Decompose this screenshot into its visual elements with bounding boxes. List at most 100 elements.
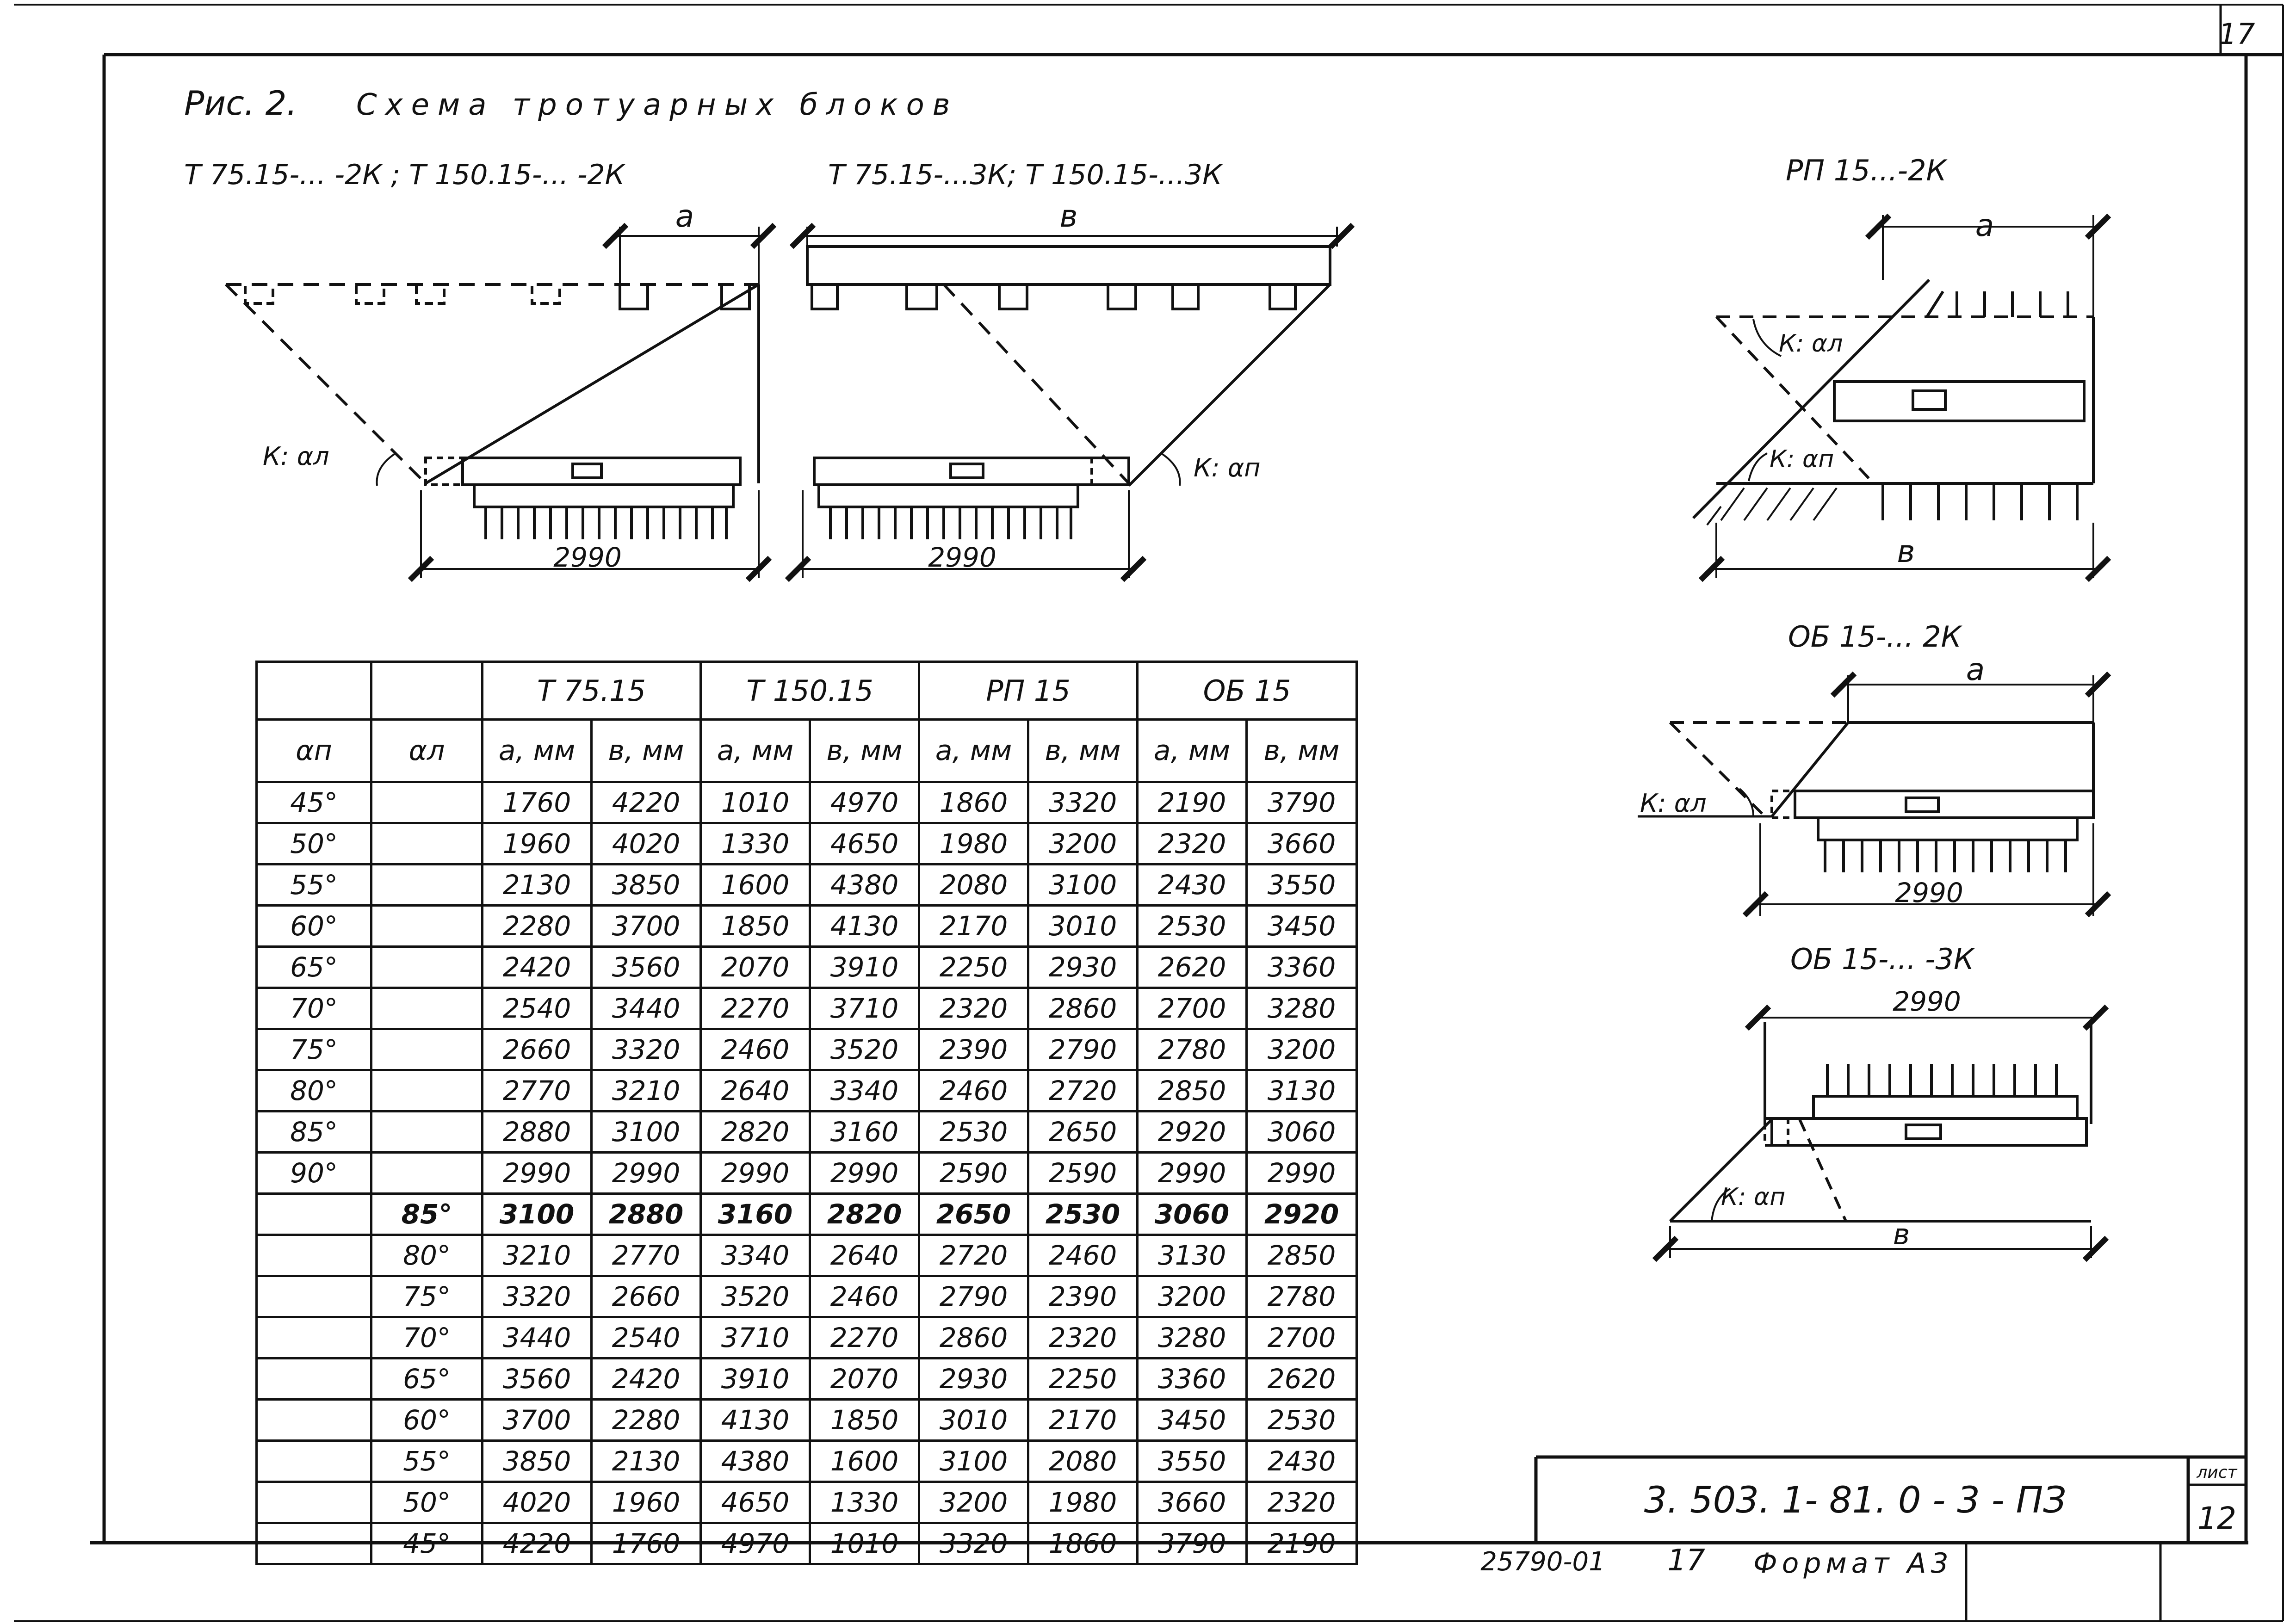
cell-value: 2990: [481, 1151, 593, 1195]
cell-value: 3910: [809, 945, 921, 989]
left-diagram-caption: Т 75.15-... -2К ; Т 150.15-... -2К: [184, 159, 626, 191]
cell-alpha-l: [370, 822, 483, 865]
cell-value: 2990: [590, 1151, 702, 1195]
cell-alpha-p: 80°: [255, 1069, 372, 1112]
cell-value: 3060: [1136, 1192, 1248, 1236]
left-dim-a: a: [675, 198, 694, 234]
cell-value: 3700: [481, 1398, 593, 1442]
cell-value: 3450: [1245, 904, 1358, 948]
cell-value: 1860: [1027, 1522, 1139, 1565]
header-sub: в, мм: [590, 718, 702, 783]
cell-value: 4020: [481, 1481, 593, 1524]
cell-alpha-l: 70°: [370, 1316, 483, 1359]
cell-value: 3790: [1136, 1522, 1248, 1565]
cell-value: 2700: [1136, 987, 1248, 1030]
cell-value: 2390: [1027, 1275, 1139, 1318]
cell-value: 2390: [918, 1028, 1030, 1071]
left-width-label: 2990: [553, 542, 622, 573]
cell-value: 1600: [809, 1439, 921, 1483]
cell-value: 2650: [918, 1192, 1030, 1236]
header-group-t150: Т 150.15: [699, 661, 921, 721]
cell-value: 3660: [1245, 822, 1358, 865]
cell-value: 2270: [809, 1316, 921, 1359]
cell-alpha-p: [255, 1522, 372, 1565]
ob3-angle-label: К: αп: [1721, 1183, 1785, 1211]
cell-value: 1010: [699, 781, 811, 824]
cell-value: 3130: [1245, 1069, 1358, 1112]
header-alpha-p: αп: [255, 718, 372, 783]
cell-value: 4220: [481, 1522, 593, 1565]
cell-value: 2700: [1245, 1316, 1358, 1359]
cell-value: 2460: [699, 1028, 811, 1071]
header-group-t75: Т 75.15: [481, 661, 702, 721]
cell-value: 2460: [918, 1069, 1030, 1112]
cell-value: 4650: [809, 822, 921, 865]
cell-alpha-l: 45°: [370, 1522, 483, 1565]
cell-value: 3280: [1245, 987, 1358, 1030]
cell-value: 2790: [918, 1275, 1030, 1318]
cell-value: 2270: [699, 987, 811, 1030]
cell-alpha-l: [370, 1069, 483, 1112]
sheet-list-label: лист: [2196, 1463, 2237, 1482]
cell-value: 2920: [1245, 1192, 1358, 1236]
cell-alpha-p: 75°: [255, 1028, 372, 1071]
cell-value: 2990: [1245, 1151, 1358, 1195]
cell-value: 2320: [1027, 1316, 1139, 1359]
cell-alpha-l: 55°: [370, 1439, 483, 1483]
cell-value: 3520: [809, 1028, 921, 1071]
cell-value: 1600: [699, 863, 811, 907]
diagram-middle: [785, 222, 1355, 582]
cell-value: 2080: [918, 863, 1030, 907]
document-code: 3. 503. 1- 81. 0 - 3 - ПЗ: [1644, 1480, 2066, 1521]
cell-alpha-l: 60°: [370, 1398, 483, 1442]
cell-value: 2850: [1136, 1069, 1248, 1112]
cell-value: 1860: [918, 781, 1030, 824]
cell-value: 3550: [1245, 863, 1358, 907]
cell-value: 3450: [1136, 1398, 1248, 1442]
cell-alpha-p: [255, 1234, 372, 1277]
cell-value: 3440: [481, 1316, 593, 1359]
header-sub: a, мм: [918, 718, 1030, 783]
cell-value: 2620: [1136, 945, 1248, 989]
cell-alpha-p: [255, 1481, 372, 1524]
cell-value: 2650: [1027, 1110, 1139, 1154]
cell-value: 3850: [590, 863, 702, 907]
cell-value: 3320: [918, 1522, 1030, 1565]
cell-value: 3200: [1245, 1028, 1358, 1071]
cell-alpha-l: 85°: [370, 1192, 483, 1236]
cell-value: 3160: [809, 1110, 921, 1154]
rp-dim-b: в: [1897, 534, 1915, 569]
header-alpha-l: αл: [370, 718, 483, 783]
header-blank-al: [370, 661, 483, 721]
cell-value: 2990: [1136, 1151, 1248, 1195]
cell-value: 2930: [918, 1357, 1030, 1401]
ob3-caption: ОБ 15-... -3К: [1790, 942, 1975, 976]
header-group-rp15: РП 15: [918, 661, 1139, 721]
cell-value: 3440: [590, 987, 702, 1030]
paper-format: Формат А3: [1753, 1547, 1953, 1580]
dimensions-table-wrapper: Т 75.15 Т 150.15 РП 15 ОБ 15 αп αл a, мм…: [255, 661, 1358, 1565]
cell-value: 1760: [590, 1522, 702, 1565]
cell-value: 3790: [1245, 781, 1358, 824]
cell-value: 3160: [699, 1192, 811, 1236]
figure-title: Схема тротуарных блоков: [356, 88, 959, 122]
cell-value: 4130: [809, 904, 921, 948]
ob2-caption: ОБ 15-... 2К: [1788, 620, 1963, 654]
cell-value: 1330: [699, 822, 811, 865]
corner-sheet-number: 17: [2219, 17, 2255, 51]
cell-value: 4970: [699, 1522, 811, 1565]
cell-value: 1980: [1027, 1481, 1139, 1524]
cell-value: 1980: [918, 822, 1030, 865]
cell-alpha-p: [255, 1398, 372, 1442]
cell-value: 2590: [918, 1151, 1030, 1195]
cell-value: 3280: [1136, 1316, 1248, 1359]
diagram-rp: [1692, 213, 2111, 582]
cell-value: 2430: [1245, 1439, 1358, 1483]
ob3-dim-b: в: [1893, 1217, 1910, 1251]
